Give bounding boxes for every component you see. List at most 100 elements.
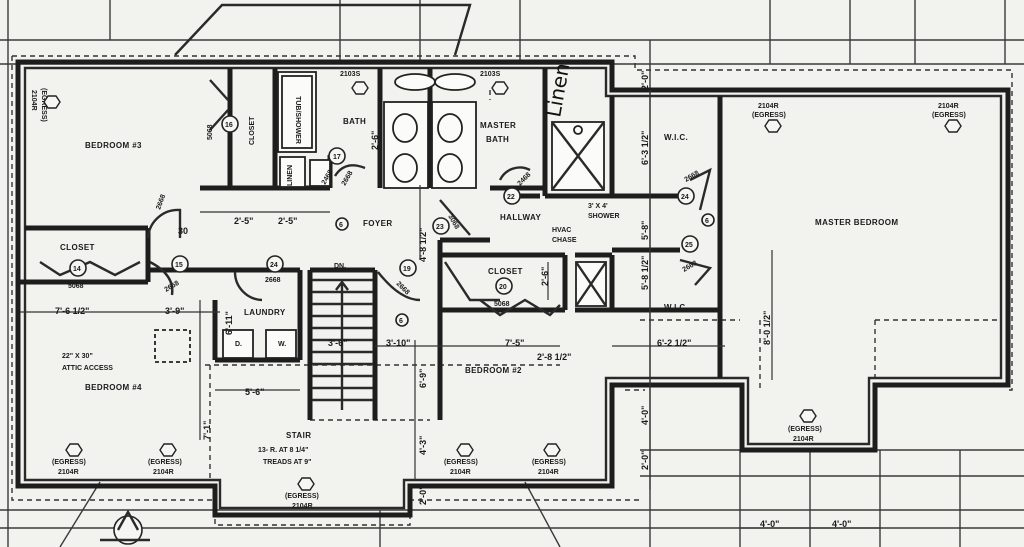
dryer [222,329,254,359]
stair-direction-arrow-icon [335,280,349,410]
dimension-text: 6'-9" [418,369,428,388]
door-number: 6 [705,218,709,225]
tub-label: TUB/SHOWER [294,96,301,144]
door-size: 2668 [265,277,281,284]
door-size: 2668 [684,170,701,184]
attic-note-line-1: 22" X 30" [62,353,93,360]
shower-label-1: 3' X 4' [588,203,608,210]
window-markers [43,81,962,491]
room-label-bedroom-3: BEDROOM #3 [85,141,142,150]
washer-label: W. [278,341,286,348]
dimension-text: 2'-0" [418,486,428,505]
window-marker-icon [351,81,369,95]
door-number: 6 [399,318,403,325]
dimension-text: 7'-6 1/2" [55,306,89,316]
dimension-text: 3'-10" [386,338,410,348]
window-bed2-b: 2104R [538,469,559,476]
room-label-laundry: LAUNDRY [244,308,286,317]
hvac-label-1: HVAC [552,227,571,234]
window-bed4-b: 2104R [153,469,174,476]
window-marker-icon [944,119,962,133]
door-number: 23 [436,224,444,231]
dimension-text: 2'-5" [234,216,253,226]
sink [392,153,418,183]
dimension-text: 2'-6" [540,267,550,286]
room-label-hallway: HALLWAY [500,213,541,222]
dimension-text: 4'-8 1/2" [418,228,428,262]
door-size: 5068 [494,301,510,308]
dimension-text: 3'-9" [165,306,184,316]
sink [437,113,463,143]
window-marker-icon [159,443,177,457]
dimension-labels: 2'-5" 2'-5" 7'-6 1/2" 3'-9" 3'-10" 7'-5"… [55,71,851,529]
window-marker-icon [456,443,474,457]
door-size: 2468 [516,171,532,187]
door-number: 25 [685,242,693,249]
room-label-foyer: FOYER [363,219,393,228]
window-master-top-left: 2104R [758,103,779,110]
dimension-text: 4'-0" [640,406,650,425]
fixtures [154,71,607,363]
door-number: 6 [339,222,343,229]
stair-down-label: DN. [334,263,346,270]
window-marker-icon [543,443,561,457]
window-stair: 2104R [292,503,313,510]
room-label-bedroom-2: BEDROOM #2 [465,366,522,375]
window-master-top-right: 2104R [938,103,959,110]
dimension-text: 5'-8" [640,221,650,240]
dimension-text: 2'-0" [640,71,650,90]
stair-treads [312,278,373,410]
door-size: 5068 [68,283,84,290]
door-number: 24 [681,194,689,201]
room-label-stair: STAIR [286,431,311,440]
linen-cabinet [279,156,306,188]
egress-bed2-b: (EGRESS) [532,459,566,466]
dimension-text: 6'-2 1/2" [657,338,691,348]
egress-stair: (EGRESS) [285,493,319,500]
dimension-text: 5'-8 1/2" [640,256,650,290]
door-swings [39,79,713,317]
door-number: 24 [270,262,278,269]
egress-bed4-a: (EGRESS) [52,459,86,466]
door-number: 16 [225,122,233,129]
door-number: 20 [499,284,507,291]
window-master-bath: 2103S [480,71,501,78]
window-bed2-a: 2104R [450,469,471,476]
dimension-text: 7'-1" [202,421,212,440]
window-marker-icon [65,443,83,457]
toilet [434,73,476,91]
window-marker-icon [799,409,817,423]
egress-master-top-left: (EGRESS) [752,112,786,119]
egress-master-bottom: (EGRESS) [788,426,822,433]
window-bath: 2103S [340,71,361,78]
egress-master-top-right: (EGRESS) [932,112,966,119]
door-number: 22 [507,194,515,201]
north-arrow-icon [100,509,150,545]
dimension-text: 2'-5" [278,216,297,226]
window-left-wall-egress: (EGRESS) [40,88,47,122]
dimension-text: 2'-8 1/2" [537,352,571,362]
window-left-wall: 2104R [30,90,37,111]
hvac-label-2: CHASE [552,237,577,244]
dimension-text: 4'-0" [760,519,779,529]
dimension-text: 8'-0 1/2" [762,311,772,345]
window-bed4-a: 2104R [58,469,79,476]
closet-shelf [309,159,331,187]
dimension-text: 3'-6" [328,338,347,348]
dimension-text: 6'-3 1/2" [640,131,650,165]
door-size: 2668 [341,170,355,187]
sink [437,153,463,183]
door-size: 2668 [155,194,167,211]
egress-bed2-a: (EGRESS) [444,459,478,466]
window-marker-icon [43,95,61,109]
window-marker-icon [491,81,509,95]
toilet [394,73,436,91]
attic-note-line-2: ATTIC ACCESS [62,365,113,372]
door-number: 19 [403,266,411,273]
room-labels: BEDROOM #3 CLOSET BEDROOM #4 LAUNDRY BAT… [60,96,898,466]
exterior-walls [15,59,1011,518]
dimension-text: 4'-0" [832,519,851,529]
room-label-master-bedroom: MASTER BEDROOM [815,218,898,227]
dimension-text: 5'-6" [245,387,264,397]
egress-bed4-b: (EGRESS) [148,459,182,466]
